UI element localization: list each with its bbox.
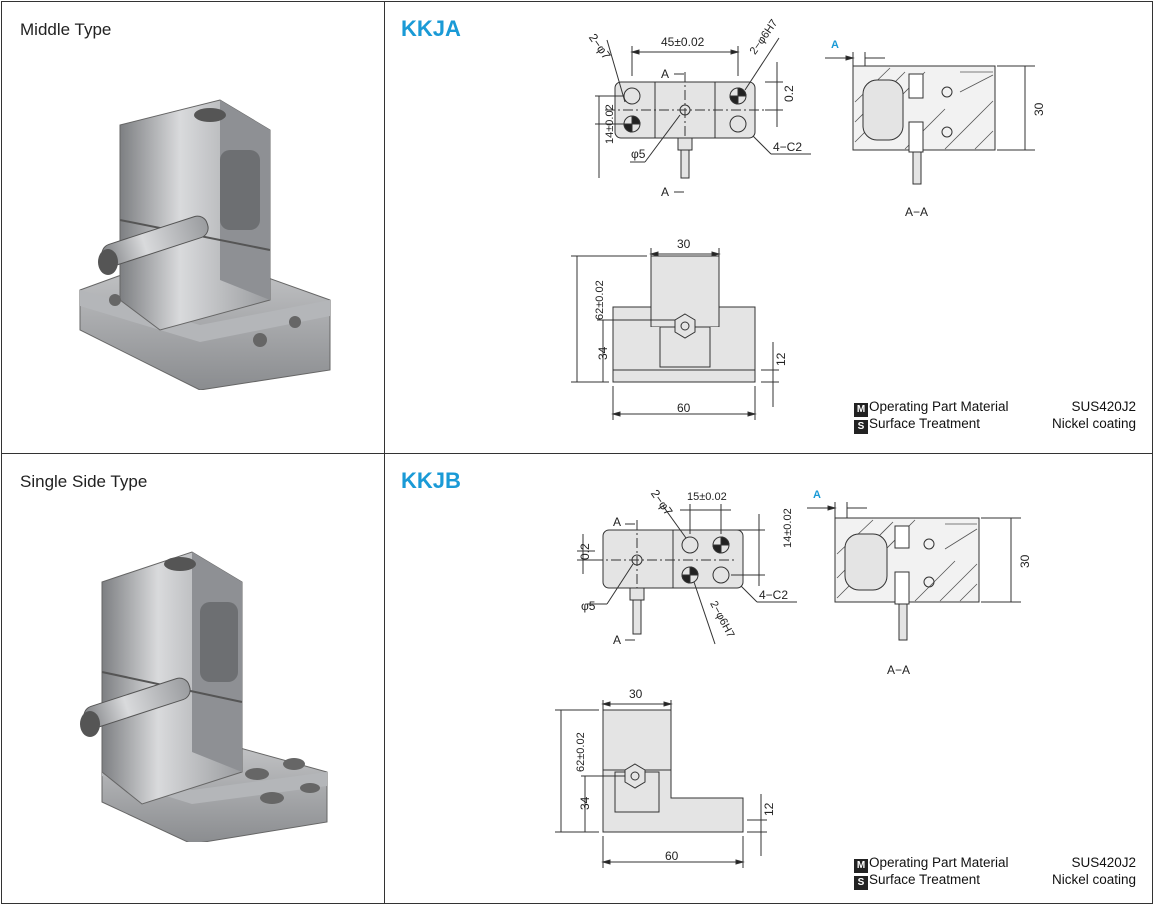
dim-front-height: 62±0.02 — [575, 732, 587, 772]
dim-section-height: 30 — [1018, 554, 1032, 568]
dim-chamfer: 4−C2 — [759, 588, 788, 602]
model-code: KKJA — [401, 16, 461, 41]
dim-front-mid: 34 — [596, 346, 610, 360]
material-value: SUS420J2 — [1071, 399, 1136, 414]
material-value: SUS420J2 — [1071, 855, 1136, 870]
section-label: A−A — [905, 205, 928, 219]
section-a-bottom: A — [661, 185, 669, 199]
dim-front-bottom: 60 — [665, 849, 679, 863]
model-code: KKJB — [401, 468, 461, 493]
photo-cell: Single Side Type — [1, 453, 385, 904]
type-label: Middle Type — [20, 20, 112, 39]
surface-value: Nickel coating — [1051, 872, 1136, 887]
type-label: Single Side Type — [20, 472, 148, 491]
surface-label: Surface Treatment — [869, 416, 981, 431]
dim-section-height: 30 — [1032, 102, 1046, 116]
section-mark: A — [813, 489, 821, 501]
section-label: A−A — [887, 663, 910, 677]
dim-offset: 0.2 — [578, 543, 592, 560]
section-a-top: A — [613, 515, 621, 529]
drawing-cell: KKJA — [384, 1, 1153, 454]
dim-pin: φ5 — [631, 147, 646, 161]
technical-drawing: 45±0.02 2−φ7 2−φ6H7 0.2 14±0.02 φ5 4−C2 … — [571, 17, 1046, 420]
dim-offset: 0.2 — [782, 85, 796, 102]
material-label: Operating Part Material — [869, 399, 1009, 414]
row-single-side-type: Single Side Type — [1, 453, 1153, 904]
dim-front-base: 12 — [762, 802, 776, 816]
dim-front-bottom: 60 — [677, 401, 691, 415]
surface-badge: S — [854, 876, 868, 890]
material-badge: M — [854, 403, 868, 417]
surface-badge: S — [854, 420, 868, 434]
surface-value: Nickel coating — [1051, 416, 1136, 431]
dim-hole-a: 2−φ7 — [648, 487, 676, 518]
material-label: Operating Part Material — [869, 855, 1009, 870]
dim-front-width: 30 — [677, 237, 691, 251]
photo-cell: Middle Type — [1, 1, 385, 454]
row-middle-type: Middle Type — [1, 1, 1153, 454]
drawing-cell: KKJB — [384, 453, 1153, 904]
dim-front-width: 30 — [629, 687, 643, 701]
dim-top-width: 15±0.02 — [687, 491, 727, 503]
technical-drawing: 15±0.02 2−φ7 2−φ6H7 0.2 14±0.02 φ5 4−C2 … — [555, 487, 1032, 868]
dim-front-height: 62±0.02 — [594, 280, 606, 320]
dim-front-mid: 34 — [578, 796, 592, 810]
section-a-top: A — [661, 67, 669, 81]
dim-front-base: 12 — [774, 352, 788, 366]
dim-height-right: 14±0.02 — [782, 508, 794, 548]
dim-top-width: 45±0.02 — [661, 35, 705, 49]
dim-chamfer: 4−C2 — [773, 140, 802, 154]
dim-height-left: 14±0.02 — [604, 104, 616, 144]
section-a-bottom: A — [613, 633, 621, 647]
section-mark: A — [831, 39, 839, 51]
material-badge: M — [854, 859, 868, 873]
dim-pin: φ5 — [581, 599, 596, 613]
dim-hole-a: 2−φ7 — [586, 31, 614, 62]
dim-hole-b: 2−φ6H7 — [748, 17, 781, 57]
product-photo — [80, 551, 328, 842]
product-photo — [79, 99, 331, 390]
surface-label: Surface Treatment — [869, 872, 981, 887]
